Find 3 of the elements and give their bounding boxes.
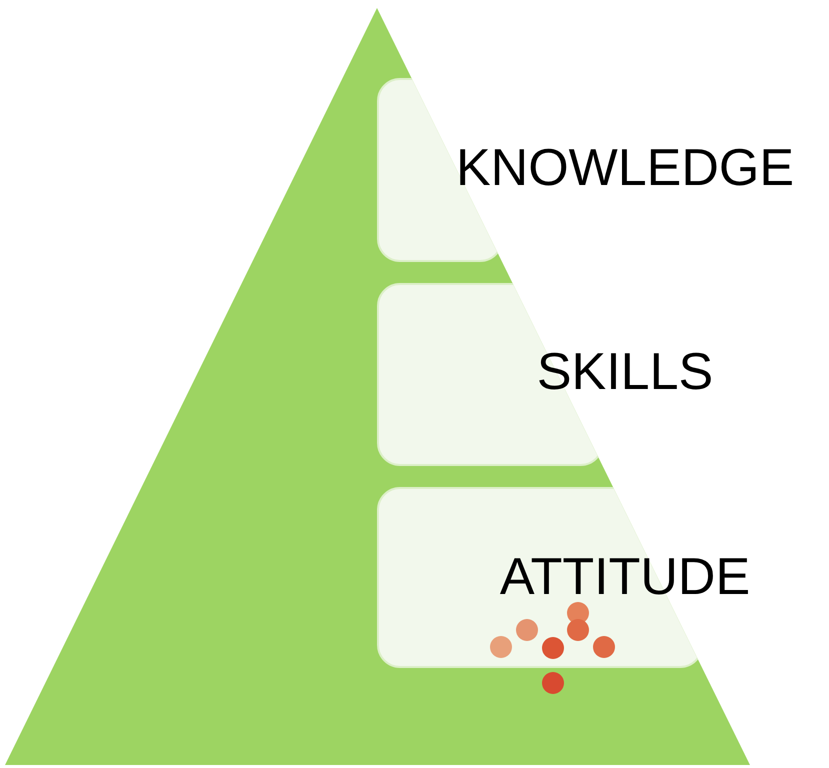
- level-label: ATTITUDE: [500, 547, 750, 607]
- level-label: KNOWLEDGE: [456, 138, 794, 198]
- level-label: SKILLS: [536, 342, 714, 402]
